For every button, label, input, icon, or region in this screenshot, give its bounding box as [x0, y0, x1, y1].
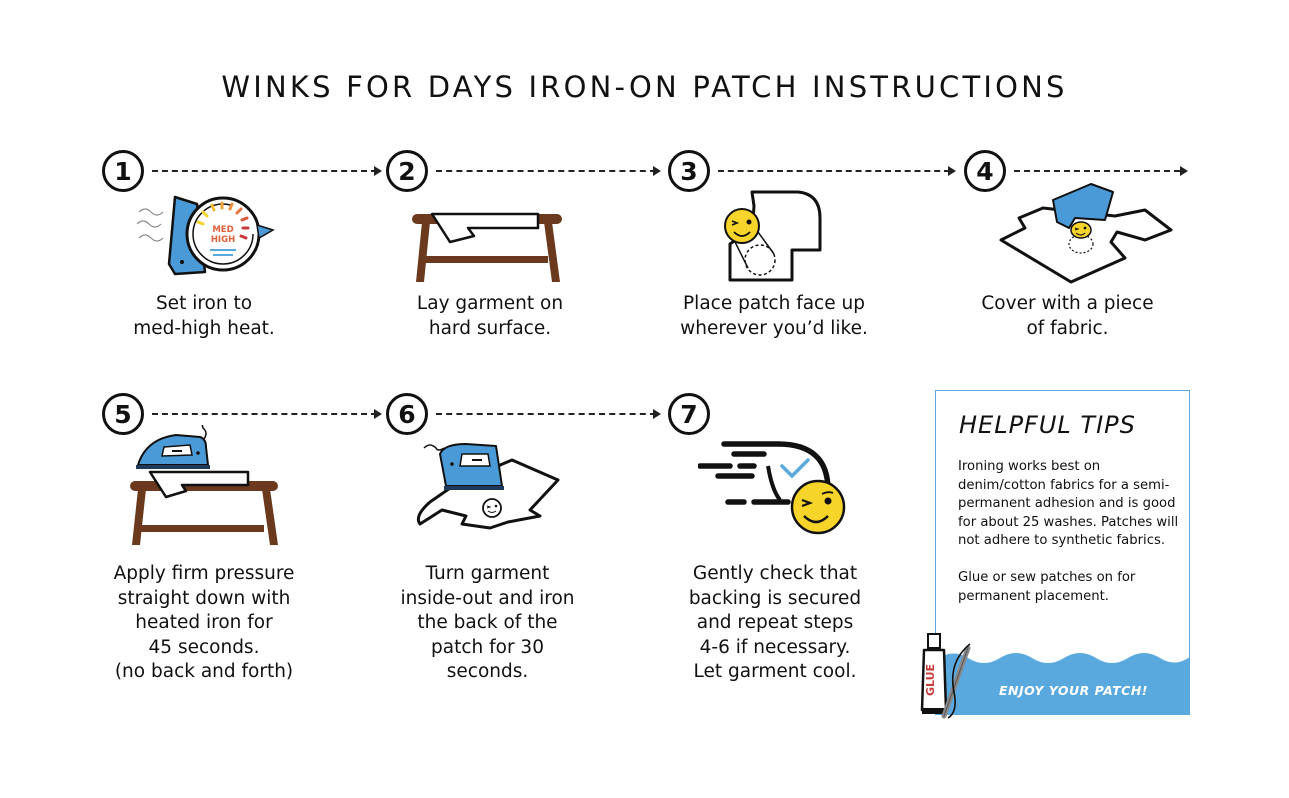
- caption-line: Apply firm pressure: [113, 563, 295, 584]
- wave-banner: [936, 653, 1189, 714]
- timer-wink-emoji-icon: [698, 441, 846, 535]
- caption-line: Place patch face up: [683, 293, 865, 314]
- caption-line: Gently check that: [692, 563, 858, 584]
- garment-on-table-icon: [412, 212, 562, 282]
- caption-line: the back of the: [417, 612, 558, 633]
- caption-line: straight down with: [117, 587, 291, 609]
- caption-line: Turn garment: [425, 563, 550, 584]
- step-3-number: 3: [668, 150, 710, 192]
- enjoy-patch-footer: ENJOY YOUR PATCH!: [999, 683, 1148, 698]
- arrow-right-icon: [374, 166, 382, 176]
- caption-line: inside-out and iron: [400, 587, 575, 609]
- step-connector: [152, 413, 377, 415]
- iron-inside-out-garment-icon: [416, 443, 560, 530]
- tips-body: Ironing works best on denim/cotton fabri…: [958, 458, 1183, 606]
- arrow-right-icon: [1180, 166, 1188, 176]
- caption-line: seconds.: [446, 661, 529, 682]
- caption-line: hard surface.: [428, 317, 552, 339]
- page-title: WINKS FOR DAYS IRON-ON PATCH INSTRUCTION…: [221, 70, 1068, 104]
- step-6-number: 6: [386, 393, 428, 435]
- step-5-number: 5: [102, 393, 144, 435]
- step-4-number: 4: [964, 150, 1006, 192]
- tips-paragraph: Glue or sew patches on for permanent pla…: [958, 569, 1136, 604]
- caption-line: wherever you’d like.: [680, 317, 868, 339]
- iron-on-table-icon: [130, 425, 278, 545]
- svg-text:HIGH: HIGH: [211, 235, 235, 245]
- step-connector: [1014, 170, 1180, 172]
- step-2-caption: Lay garment on hard surface.: [385, 292, 595, 341]
- svg-text:MED: MED: [212, 225, 233, 235]
- iron-heat-dial-icon: MED HIGH: [136, 195, 275, 276]
- step-connector: [718, 170, 950, 172]
- caption-line: Let garment cool.: [693, 661, 857, 682]
- arrow-right-icon: [948, 166, 956, 176]
- svg-text:GLUE: GLUE: [924, 664, 937, 696]
- arrow-right-icon: [374, 409, 382, 419]
- step-1-number: 1: [102, 150, 144, 192]
- step-connector: [436, 170, 656, 172]
- arrow-right-icon: [653, 409, 661, 419]
- caption-line: patch for 30: [431, 636, 544, 658]
- tips-title: HELPFUL TIPS: [959, 411, 1136, 439]
- caption-line: Cover with a piece: [981, 293, 1154, 314]
- patch-on-shirt-icon: [724, 190, 822, 282]
- step-5-caption: Apply firm pressure straight down with h…: [93, 562, 315, 685]
- step-connector: [152, 170, 377, 172]
- step-1-caption: Set iron to med-high heat.: [104, 292, 304, 341]
- caption-line: 4-6 if necessary.: [699, 636, 851, 658]
- caption-line: 45 seconds.: [148, 636, 260, 658]
- glue-needle-icon: GLUE: [920, 633, 971, 719]
- step-6-caption: Turn garment inside-out and iron the bac…: [380, 562, 595, 685]
- step-connector: [436, 413, 656, 415]
- tips-paragraph: Ironing works best on denim/cotton fabri…: [958, 459, 1179, 549]
- step-4-caption: Cover with a piece of fabric.: [955, 292, 1180, 341]
- step-2-number: 2: [386, 150, 428, 192]
- caption-line: and repeat steps: [696, 612, 854, 633]
- caption-line: of fabric.: [1026, 317, 1109, 339]
- caption-line: (no back and forth): [114, 661, 294, 682]
- step-3-caption: Place patch face up wherever you’d like.: [650, 292, 898, 341]
- caption-line: med-high heat.: [133, 317, 275, 339]
- caption-line: backing is secured: [688, 587, 862, 609]
- arrow-right-icon: [653, 166, 661, 176]
- caption-line: Set iron to: [155, 293, 253, 314]
- step-7-caption: Gently check that backing is secured and…: [665, 562, 885, 685]
- caption-line: heated iron for: [135, 612, 273, 633]
- step-7-number: 7: [668, 393, 710, 435]
- helpful-tips-box: HELPFUL TIPS Ironing works best on denim…: [935, 390, 1190, 715]
- caption-line: Lay garment on: [416, 293, 564, 314]
- fabric-cover-shirt-icon: [999, 183, 1173, 284]
